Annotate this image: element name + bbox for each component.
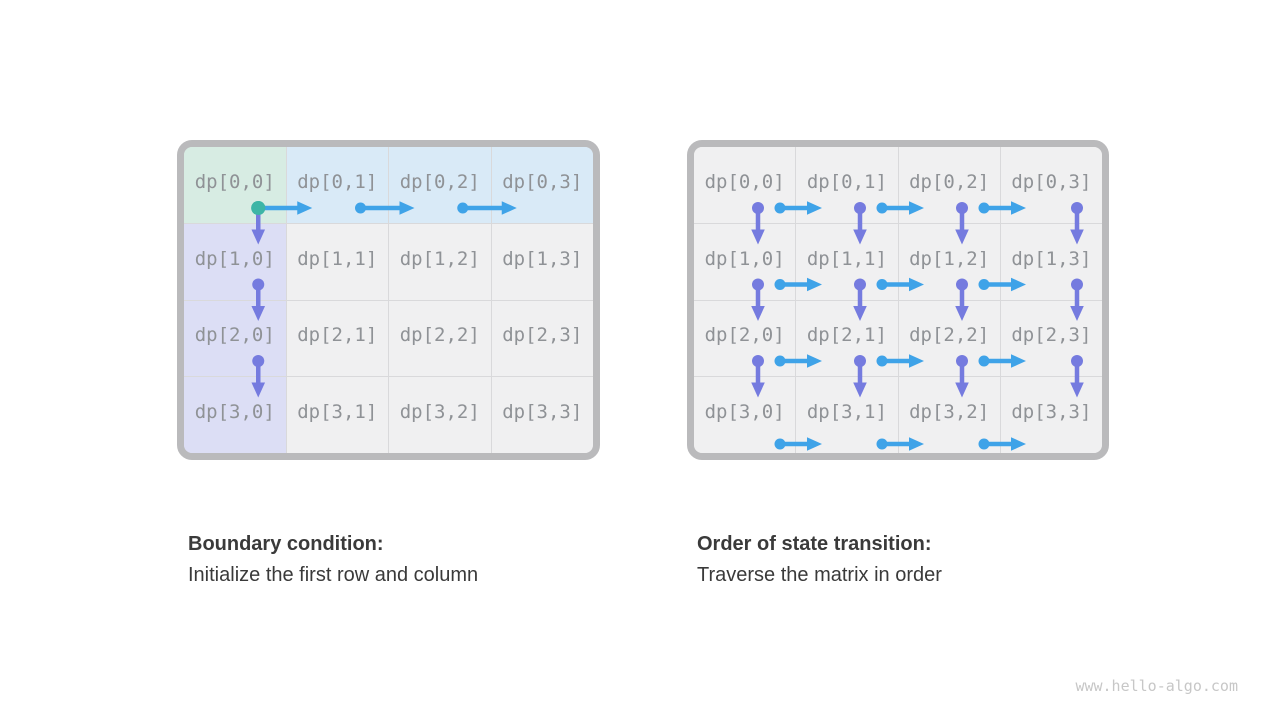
grid-cell: dp[2,0] — [184, 300, 286, 377]
cell-label: dp[0,2] — [909, 170, 990, 193]
caption-transition: Order of state transition: Traverse the … — [697, 529, 942, 591]
grid-cells-transition: dp[0,0] dp[0,1] dp[0,2] dp[0,3] dp[1,0] dp[1,… — [694, 147, 1102, 453]
cell-label: dp[2,0] — [704, 324, 785, 347]
grid-cell: dp[3,3] — [1000, 377, 1102, 453]
cell-label: dp[1,3] — [502, 247, 583, 270]
grid-cell: dp[0,2] — [389, 147, 491, 223]
grid-cell: dp[0,1] — [796, 147, 898, 223]
caption-transition-title: Order of state transition: — [697, 533, 932, 555]
grid-cell: dp[3,3] — [491, 377, 593, 453]
grid-cell: dp[0,3] — [1000, 147, 1102, 223]
cell-label: dp[0,0] — [704, 170, 785, 193]
cell-label: dp[0,1] — [806, 170, 887, 193]
cell-label: dp[2,3] — [502, 324, 583, 347]
caption-boundary: Boundary condition: Initialize the first… — [188, 529, 478, 591]
cell-label: dp[1,0] — [704, 247, 785, 270]
cell-label: dp[2,2] — [399, 324, 480, 347]
grid-cell: dp[2,2] — [898, 300, 1000, 377]
cell-label: dp[3,2] — [909, 401, 990, 424]
cell-label: dp[2,2] — [909, 324, 990, 347]
cell-label: dp[3,3] — [502, 401, 583, 424]
cell-label: dp[3,2] — [399, 401, 480, 424]
cell-label: dp[3,1] — [297, 401, 378, 424]
grid-cell: dp[1,3] — [1000, 223, 1102, 300]
grid-cell: dp[3,2] — [389, 377, 491, 453]
grid-cell: dp[1,0] — [184, 223, 286, 300]
grid-cell: dp[0,3] — [491, 147, 593, 223]
cell-label: dp[0,0] — [194, 170, 275, 193]
cell-label: dp[3,3] — [1011, 401, 1092, 424]
cell-label: dp[1,1] — [806, 247, 887, 270]
cell-label: dp[2,1] — [297, 324, 378, 347]
cell-label: dp[1,1] — [297, 247, 378, 270]
grid-cell: dp[3,2] — [898, 377, 1000, 453]
cell-label: dp[1,3] — [1011, 247, 1092, 270]
grid-cell: dp[2,3] — [491, 300, 593, 377]
cell-label: dp[0,2] — [399, 170, 480, 193]
grid-cell: dp[0,0] — [184, 147, 286, 223]
grid-cell: dp[2,1] — [796, 300, 898, 377]
cell-label: dp[1,2] — [399, 247, 480, 270]
grid-cell: dp[0,0] — [694, 147, 796, 223]
cell-label: dp[2,0] — [194, 324, 275, 347]
grid-cell: dp[1,2] — [898, 223, 1000, 300]
cell-label: dp[0,1] — [297, 170, 378, 193]
cell-label: dp[3,1] — [806, 401, 887, 424]
grid-cell: dp[0,2] — [898, 147, 1000, 223]
grid-cell: dp[2,2] — [389, 300, 491, 377]
cell-label: dp[1,0] — [194, 247, 275, 270]
grid-cell: dp[3,1] — [796, 377, 898, 453]
watermark: www.hello-algo.com — [1075, 677, 1238, 695]
grid-cell: dp[1,1] — [286, 223, 388, 300]
cell-label: dp[2,1] — [806, 324, 887, 347]
cell-label: dp[2,3] — [1011, 324, 1092, 347]
grid-cell: dp[3,0] — [184, 377, 286, 453]
grid-cell: dp[1,1] — [796, 223, 898, 300]
cell-label: dp[0,3] — [1011, 170, 1092, 193]
grid-cell: dp[3,1] — [286, 377, 388, 453]
grid-cell: dp[1,3] — [491, 223, 593, 300]
cell-label: dp[3,0] — [704, 401, 785, 424]
dp-grid-transition: dp[0,0] dp[0,1] dp[0,2] dp[0,3] dp[1,0] dp[1,… — [687, 140, 1109, 460]
cell-label: dp[3,0] — [194, 401, 275, 424]
dp-grid-boundary: dp[0,0] dp[0,1] dp[0,2] dp[0,3] dp[1,0] dp[1,… — [177, 140, 600, 460]
grid-cell: dp[0,1] — [286, 147, 388, 223]
grid-cells-boundary: dp[0,0] dp[0,1] dp[0,2] dp[0,3] dp[1,0] dp[1,… — [184, 147, 593, 453]
caption-boundary-subtitle: Initialize the first row and column — [188, 564, 479, 586]
cell-label: dp[0,3] — [502, 170, 583, 193]
caption-boundary-title: Boundary condition: — [188, 533, 384, 555]
grid-cell: dp[1,0] — [694, 223, 796, 300]
grid-cell: dp[2,0] — [694, 300, 796, 377]
grid-cell: dp[2,3] — [1000, 300, 1102, 377]
grid-cell: dp[2,1] — [286, 300, 388, 377]
grid-cell: dp[3,0] — [694, 377, 796, 453]
grid-cell: dp[1,2] — [389, 223, 491, 300]
cell-label: dp[1,2] — [909, 247, 990, 270]
caption-transition-subtitle: Traverse the matrix in order — [697, 564, 942, 586]
